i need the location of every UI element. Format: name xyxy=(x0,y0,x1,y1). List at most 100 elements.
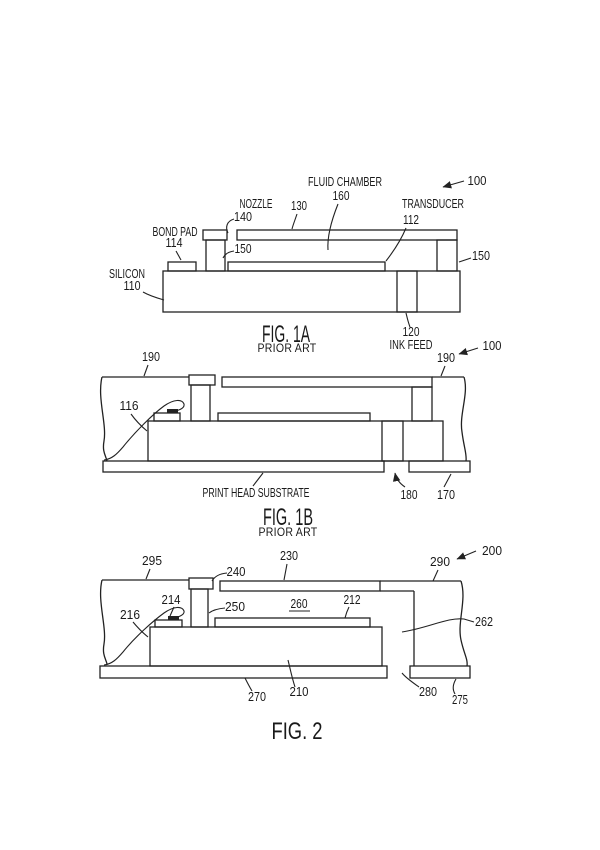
fig2-ref-260: 260 xyxy=(291,596,308,611)
fig1b-right-cover-torn-edge xyxy=(460,376,467,462)
fig1b-caption: FIG. 1B xyxy=(263,504,313,531)
fig1b-ref-100: 100 xyxy=(483,338,502,353)
fig2-ref-230: 230 xyxy=(280,548,298,563)
fig1a-leader-114 xyxy=(175,250,182,261)
fig1b-subcaption: PRIOR ART xyxy=(259,525,318,539)
fig2-ref-210: 210 xyxy=(290,684,309,699)
fig1a-ref-160: 160 xyxy=(333,188,350,203)
fig2-ref-214: 214 xyxy=(162,592,181,607)
fig2-ref-280: 280 xyxy=(419,684,437,699)
fig1a-left-wall xyxy=(205,239,226,272)
fig1a-ref-100: 100 xyxy=(468,173,487,188)
fig1a-ref-130: 130 xyxy=(291,198,307,213)
fig2-die-body xyxy=(149,626,383,667)
fig1b-leader-170 xyxy=(443,473,452,488)
fig1a-transducer-layer xyxy=(227,261,386,272)
fig1a-leader-112 xyxy=(385,227,407,262)
fig1b-left-cover-torn-edge xyxy=(99,376,108,462)
fig1b-leader-substrate xyxy=(252,472,264,487)
fig1a-leader-150-left xyxy=(222,250,235,259)
fig2-bond-pad xyxy=(154,619,183,628)
fig2-leader-280 xyxy=(401,672,420,688)
fig1b-leader-190-right xyxy=(440,365,446,377)
fig2-ref-212: 212 xyxy=(344,592,361,607)
fig1a-leader-140 xyxy=(226,218,235,234)
fig1b-bond-pad xyxy=(153,412,181,422)
fig1a-ref-110: 110 xyxy=(124,278,141,293)
fig2-bond-wire xyxy=(103,606,185,666)
fig1b-ref-190-left: 190 xyxy=(142,349,160,364)
fig2-ref-275: 275 xyxy=(452,692,468,707)
fig1a-silicon-substrate xyxy=(162,270,461,313)
fig1b-bond-wire xyxy=(103,399,185,461)
fig1a-label-bond-pad: BOND PAD xyxy=(153,224,198,239)
fig2-ref-262: 262 xyxy=(475,614,493,629)
fig2-nozzle-cap xyxy=(188,577,214,590)
fig1b-left-wall xyxy=(190,384,211,422)
fig2: 295 240 230 290 200 216 214 250 260 212 … xyxy=(99,543,502,745)
fig1a-leader-120 xyxy=(405,312,411,328)
fig1b-leader-190-left xyxy=(143,364,149,377)
fig1a-ref-112: 112 xyxy=(403,212,419,227)
fig2-ref-200: 200 xyxy=(482,543,502,558)
fig2-ref-240: 240 xyxy=(227,564,246,579)
fig2-substrate-left xyxy=(99,665,388,679)
fig1a-leader-160 xyxy=(327,203,339,251)
fig2-leader-210 xyxy=(287,659,296,688)
fig1a-bond-pad xyxy=(167,261,197,272)
fig2-leader-212 xyxy=(344,606,350,619)
fig1a-nozzle-cap xyxy=(202,229,228,241)
fig1b-ref-170: 170 xyxy=(437,487,455,502)
fig1a-subcaption: PRIOR ART xyxy=(258,341,317,355)
fig2-ref-290: 290 xyxy=(430,554,450,569)
fig2-leader-290 xyxy=(432,569,439,582)
fig1a-ref-150-right: 150 xyxy=(472,248,490,263)
fig1b: 190 190 100 116 PRINT HEAD SUBSTRATE 180… xyxy=(99,338,502,539)
fig1b-arrow-180 xyxy=(392,472,406,488)
fig1b-ref-180: 180 xyxy=(401,487,418,502)
fig2-caption: FIG. 2 xyxy=(272,718,323,745)
fig1a-leader-150-right xyxy=(458,257,472,263)
fig2-leader-275 xyxy=(452,678,457,695)
fig1a: FLUID CHAMBER 160 NOZZLE 140 130 TRANSDU… xyxy=(109,173,490,355)
fig1a-caption: FIG. 1A xyxy=(262,321,310,348)
fig2-arrow-200 xyxy=(456,550,477,560)
fig1a-label-fluid-chamber: FLUID CHAMBER xyxy=(308,174,382,189)
fig1b-label-substrate: PRINT HEAD SUBSTRATE xyxy=(203,485,310,500)
fig1a-ref-150-left: 150 xyxy=(235,241,252,256)
fig2-ref-216: 216 xyxy=(120,607,140,622)
fig2-ref-250: 250 xyxy=(225,599,245,614)
fig2-transducer-layer xyxy=(214,617,371,628)
fig1b-nozzle-plate xyxy=(221,376,433,388)
fig2-flex-torn-edge xyxy=(459,580,468,667)
fig1a-arrow-100 xyxy=(442,180,465,189)
fig1b-transducer-layer xyxy=(217,412,371,422)
fig1a-ref-120: 120 xyxy=(403,324,420,339)
fig1a-label-transducer: TRANSDUCER xyxy=(402,196,464,211)
fig1a-label-ink-feed: INK FEED xyxy=(390,337,433,352)
fig2-leader-250 xyxy=(208,607,226,614)
fig1a-ink-feed-channel xyxy=(396,270,418,313)
fig1b-ink-feed-channel xyxy=(381,420,404,462)
fig1b-leader-116 xyxy=(130,413,148,432)
fig1b-nozzle-cap xyxy=(188,374,216,386)
fig1b-ref-116: 116 xyxy=(120,398,139,413)
fig1b-arrow-100 xyxy=(458,347,479,356)
fig2-ref-295: 295 xyxy=(142,553,162,568)
fig2-left-wall xyxy=(190,588,209,628)
fig2-leader-270 xyxy=(244,677,253,692)
fig2-nozzle-plate xyxy=(219,580,381,592)
fig1a-leader-110 xyxy=(142,291,165,301)
fig1b-substrate-left xyxy=(102,460,385,473)
fig1a-ref-140: 140 xyxy=(234,209,252,224)
fig2-substrate-right xyxy=(409,665,471,679)
fig2-leader-216 xyxy=(132,621,149,638)
fig1b-substrate-right xyxy=(408,460,471,473)
fig2-leader-214 xyxy=(169,606,175,617)
fig2-left-cover-torn-edge xyxy=(99,579,108,665)
fig1b-right-wall xyxy=(411,386,433,422)
fig1a-ref-114: 114 xyxy=(166,235,183,250)
fig1a-right-wall xyxy=(436,239,458,272)
